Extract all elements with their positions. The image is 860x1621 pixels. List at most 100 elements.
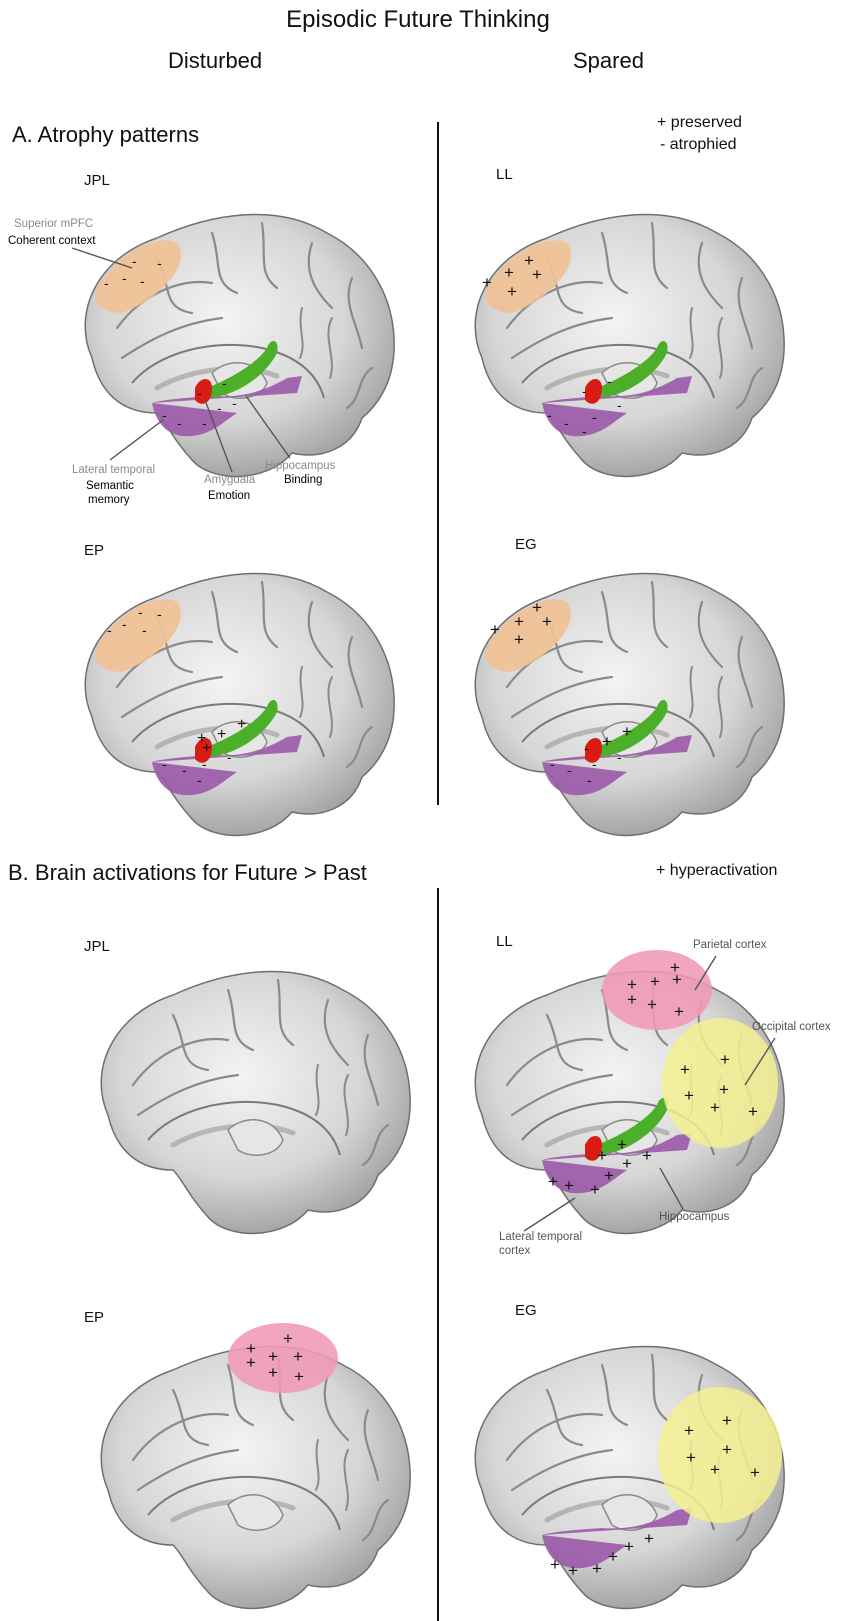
svg-text:+: + <box>604 1166 614 1185</box>
label-amygdala-function: Emotion <box>208 490 250 502</box>
svg-text:-: - <box>162 407 167 423</box>
column-heading-spared: Spared <box>573 48 644 74</box>
svg-text:-: - <box>232 395 237 411</box>
svg-text:+: + <box>550 1555 560 1574</box>
figure-title: Episodic Future Thinking <box>0 6 836 34</box>
svg-text:+: + <box>750 1463 760 1482</box>
svg-text:+: + <box>624 1537 634 1556</box>
svg-text:-: - <box>202 415 207 431</box>
svg-text:+: + <box>490 620 500 639</box>
svg-text:+: + <box>622 1154 632 1173</box>
brain-jpl-activation <box>78 955 418 1235</box>
svg-text:+: + <box>294 1367 304 1386</box>
svg-text:+: + <box>710 1098 720 1117</box>
svg-text:+: + <box>592 1559 602 1578</box>
svg-text:-: - <box>587 772 592 788</box>
brain-ll-activation: +++++++ ++++++ ++++++ ++ <box>452 955 792 1235</box>
legend-hyperactivation: + hyperactivation <box>656 860 777 882</box>
svg-text:+: + <box>514 612 524 631</box>
brain-eg-atrophy: +++++ ++ ------ <box>452 557 792 837</box>
svg-text:-: - <box>162 756 167 772</box>
svg-text:-: - <box>222 375 227 391</box>
svg-text:+: + <box>568 1561 578 1580</box>
label-occipital-cortex: Occipital cortex <box>752 1021 831 1033</box>
svg-text:+: + <box>722 1440 732 1459</box>
svg-text:+: + <box>268 1363 278 1382</box>
svg-text:+: + <box>627 990 637 1009</box>
svg-text:-: - <box>607 373 612 389</box>
svg-text:-: - <box>564 415 569 431</box>
svg-text:+: + <box>722 1411 732 1430</box>
legend-atrophied: - atrophied <box>660 134 737 156</box>
subject-label-eg-b: EG <box>515 1302 537 1319</box>
svg-text:+: + <box>246 1353 256 1372</box>
subject-label-jpl-b: JPL <box>84 938 110 955</box>
svg-text:-: - <box>550 756 555 772</box>
brain-eg-activation: ++++++ ++++++ <box>452 1330 792 1610</box>
label-temporal-function-1: Semantic <box>86 480 134 492</box>
label-temporal-function-2: memory <box>88 494 130 506</box>
label-hippocampus-region: Hippocampus <box>265 460 335 472</box>
section-b-heading: B. Brain activations for Future > Past <box>8 860 367 886</box>
svg-text:+: + <box>564 1176 574 1195</box>
svg-text:-: - <box>567 762 572 778</box>
label-lateral-temporal-1: Lateral temporal <box>499 1231 582 1243</box>
svg-text:-: - <box>217 400 222 416</box>
svg-text:+: + <box>650 972 660 991</box>
svg-text:-: - <box>592 409 597 425</box>
svg-text:-: - <box>584 740 589 756</box>
svg-text:-: - <box>202 756 207 772</box>
svg-text:+: + <box>504 263 514 282</box>
svg-text:-: - <box>140 273 145 289</box>
svg-text:-: - <box>617 749 622 765</box>
label-amygdala-region: Amygdala <box>204 474 255 486</box>
svg-text:+: + <box>684 1421 694 1440</box>
svg-text:+: + <box>644 1529 654 1548</box>
column-divider-b <box>437 888 439 1621</box>
svg-text:+: + <box>674 1002 684 1021</box>
label-lateral-temporal-2: cortex <box>499 1245 530 1257</box>
subject-label-jpl-a: JPL <box>84 172 110 189</box>
svg-text:+: + <box>514 630 524 649</box>
svg-text:+: + <box>720 1050 730 1069</box>
subject-label-ll-a: LL <box>496 166 513 183</box>
svg-text:-: - <box>592 756 597 772</box>
svg-text:+: + <box>686 1448 696 1467</box>
svg-text:+: + <box>617 1135 627 1154</box>
svg-text:-: - <box>122 270 127 286</box>
svg-text:+: + <box>507 282 517 301</box>
svg-text:-: - <box>157 606 162 622</box>
svg-text:-: - <box>547 407 552 423</box>
svg-text:+: + <box>710 1460 720 1479</box>
svg-text:-: - <box>157 255 162 271</box>
svg-text:+: + <box>542 612 552 631</box>
svg-text:-: - <box>197 385 202 401</box>
svg-text:-: - <box>617 397 622 413</box>
svg-text:+: + <box>597 1146 607 1165</box>
svg-text:+: + <box>719 1080 729 1099</box>
svg-text:+: + <box>684 1086 694 1105</box>
brain-ep-atrophy: ----- ----- ++++ <box>62 557 402 837</box>
svg-text:-: - <box>122 616 127 632</box>
legend-preserved: + preserved <box>657 112 742 134</box>
svg-text:+: + <box>482 273 492 292</box>
label-hippocampus-function: Binding <box>284 474 322 486</box>
svg-text:-: - <box>182 762 187 778</box>
svg-text:+: + <box>670 958 680 977</box>
svg-text:-: - <box>138 604 143 620</box>
svg-text:-: - <box>132 253 137 269</box>
svg-text:+: + <box>237 716 246 733</box>
svg-text:-: - <box>582 423 587 439</box>
column-divider <box>437 122 439 805</box>
svg-text:+: + <box>602 732 612 751</box>
brain-ll-atrophy: +++++ ------- <box>452 198 792 478</box>
subject-label-ep-b: EP <box>84 1309 104 1326</box>
label-temporal-region: Lateral temporal <box>72 464 155 476</box>
occipital-region <box>658 1387 782 1523</box>
svg-text:+: + <box>608 1547 618 1566</box>
svg-text:+: + <box>293 1347 303 1366</box>
svg-text:+: + <box>748 1102 758 1121</box>
section-a-heading: A. Atrophy patterns <box>12 122 199 148</box>
svg-text:+: + <box>217 726 226 743</box>
subject-label-eg-a: EG <box>515 536 537 553</box>
